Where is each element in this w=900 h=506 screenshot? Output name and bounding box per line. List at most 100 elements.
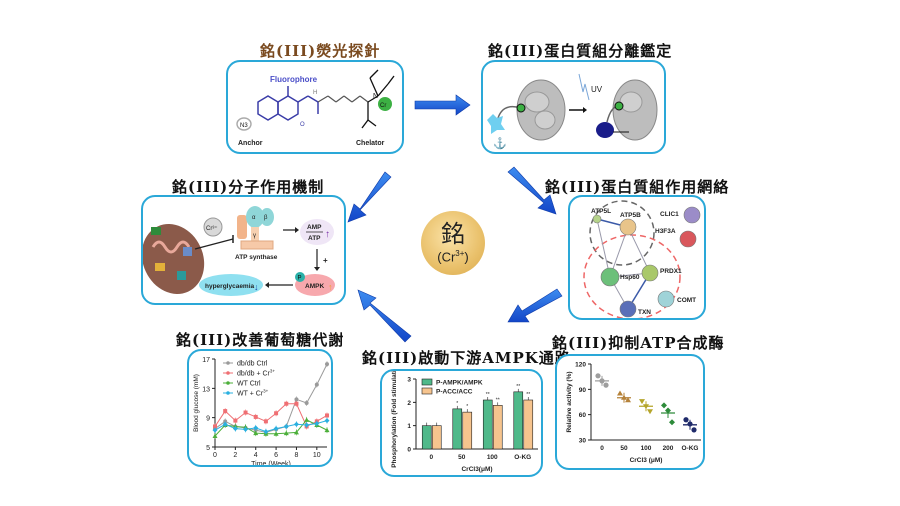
significance-mark: **: [496, 397, 500, 403]
data-point: [603, 382, 609, 388]
significance-mark: **: [486, 392, 490, 398]
network-label-h3f3a: H3F3A: [655, 228, 676, 235]
y-tick-label: 30: [579, 438, 587, 445]
x-tick-label: 10: [313, 452, 321, 459]
y-tick-label: 120: [575, 362, 586, 369]
data-point: [314, 382, 319, 387]
mechanism-title: 銘(III)分子作用機制: [172, 178, 325, 196]
network-label-comt: COMT: [677, 297, 696, 304]
x-tick-label: O-KG: [514, 454, 531, 461]
data-point: [621, 394, 627, 400]
x-tick-label: 0: [213, 452, 217, 459]
gamma-label: γ: [253, 233, 256, 239]
probe-title: 銘(III)熒光探針: [260, 42, 381, 60]
x-tick-label: 200: [663, 445, 674, 452]
network-label-clic1: CLIC1: [660, 211, 679, 218]
y-axis-label: Blood glucose (mM): [193, 374, 200, 432]
data-point: [324, 418, 330, 424]
data-point: [639, 399, 645, 405]
cr-ion-icon: [378, 97, 392, 111]
y-tick-label: 90: [579, 387, 587, 394]
data-point: [304, 417, 310, 422]
ampk-label: AMPK: [305, 283, 324, 290]
y-tick-label: 2: [407, 400, 411, 407]
legend-label-1: P-ACC/ACC: [436, 389, 473, 396]
ampk-node: [295, 274, 335, 296]
chromium-ion-label: (Cr3+): [437, 247, 469, 264]
data-point: [233, 418, 238, 423]
ion-charge: 3+: [455, 249, 465, 259]
data-point: [665, 407, 671, 414]
data-point: [595, 373, 601, 379]
data-point: [661, 402, 667, 409]
data-point: [284, 401, 289, 406]
network-node-prdx1: [641, 264, 659, 282]
arrow-probe-to-mechanism: [347, 171, 392, 223]
data-point: [263, 419, 268, 424]
y-tick-label: 17: [202, 357, 210, 364]
network-label-atp5l: ATP5L: [591, 208, 611, 215]
anchor-icon: ⚓: [493, 137, 507, 150]
y-tick-label: 1: [407, 423, 411, 430]
y-axis-label: Phosphorylation (Fold stimulation): [391, 371, 398, 468]
data-point: [273, 426, 279, 432]
network-label-hsp60: Hsp60: [620, 274, 640, 281]
x-tick-label: 8: [295, 452, 299, 459]
cr-label: Cr: [380, 103, 386, 109]
ion-close: ): [464, 249, 469, 265]
data-point: [243, 426, 249, 432]
beta-label: β: [264, 215, 268, 221]
legend-label-0: P-AMPK/AMPK: [436, 380, 483, 387]
data-point: [223, 409, 228, 414]
network-node-clic1: [683, 206, 701, 224]
data-point: [625, 397, 631, 403]
carbonyl-o: O: [300, 122, 305, 128]
data-point: [293, 429, 299, 435]
legend-label-0: db/db Ctrl: [237, 361, 268, 368]
significance-mark: **: [526, 392, 530, 398]
data-point: [253, 414, 258, 419]
data-point: [617, 390, 623, 396]
probe-structure: Fluorophore O H N Cr N3 Anchor Chelator: [236, 69, 395, 147]
chromium-center: 銘 (Cr3+): [421, 211, 485, 275]
fluorescence-burst-icon: [487, 114, 505, 134]
network-node-h3f3a: [679, 230, 697, 248]
significance-mark: **: [516, 384, 520, 390]
down-arrow-icon: ↓: [254, 282, 259, 292]
legend-swatch-1: [421, 387, 433, 395]
bar-1-2: [492, 405, 503, 450]
alpha-label: α: [252, 215, 256, 221]
atp-label: ATP: [308, 235, 321, 242]
phospho-label: P: [298, 276, 302, 282]
probe-bead-icon: [516, 103, 526, 113]
data-point: [263, 429, 269, 435]
ion-symbol: (Cr: [437, 249, 456, 265]
probe-panel: Fluorophore O H N Cr N3 Anchor Chelator: [226, 60, 404, 154]
x-axis-label: Time (Week): [251, 461, 291, 467]
legend-label-2: WT Ctrl: [237, 381, 261, 388]
legend-label-3: WT + Cr3+: [237, 389, 269, 398]
plus-label: +: [323, 256, 328, 265]
glucose-title: 銘(III)改善葡萄糖代謝: [176, 331, 345, 349]
data-point: [294, 401, 299, 406]
data-point: [283, 430, 289, 436]
arrow-ampk-to-glucose: [357, 289, 412, 343]
data-point: [222, 421, 228, 427]
data-point: [293, 421, 299, 427]
x-axis-label: CrCl3(μM): [461, 466, 492, 473]
data-point: [304, 401, 309, 405]
data-point: [691, 427, 697, 433]
chelator-label: Chelator: [356, 140, 385, 147]
data-point: [243, 410, 248, 415]
data-point: [274, 411, 279, 416]
significance-mark: *: [466, 404, 468, 410]
y-tick-label: 60: [579, 412, 587, 419]
anchor-ring-icon: [236, 117, 252, 131]
uv-light-icon: [578, 73, 590, 101]
